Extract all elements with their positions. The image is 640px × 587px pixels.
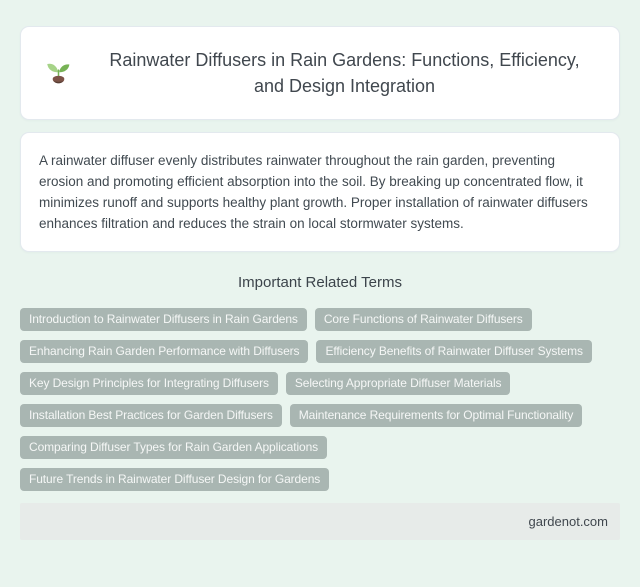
related-terms-list: Introduction to Rainwater Diffusers in R…	[20, 308, 620, 491]
footer-bar: gardenot.com	[20, 503, 620, 540]
header-card: Rainwater Diffusers in Rain Gardens: Fun…	[20, 26, 620, 120]
summary-card: A rainwater diffuser evenly distributes …	[20, 132, 620, 252]
related-term-tag[interactable]: Maintenance Requirements for Optimal Fun…	[289, 404, 583, 427]
related-term-tag[interactable]: Efficiency Benefits of Rainwater Diffuse…	[316, 340, 592, 363]
related-term-tag[interactable]: Future Trends in Rainwater Diffuser Desi…	[20, 468, 330, 491]
page-title: Rainwater Diffusers in Rain Gardens: Fun…	[109, 50, 580, 96]
related-term-tag[interactable]: Key Design Principles for Integrating Di…	[20, 372, 278, 395]
seedling-icon	[45, 60, 72, 87]
related-term-tag[interactable]: Core Functions of Rainwater Diffusers	[314, 308, 532, 331]
site-link[interactable]: gardenot.com	[528, 514, 609, 529]
related-term-tag[interactable]: Comparing Diffuser Types for Rain Garden…	[20, 436, 328, 459]
related-term-tag[interactable]: Installation Best Practices for Garden D…	[20, 404, 282, 427]
related-terms-heading: Important Related Terms	[238, 274, 402, 291]
related-term-tag[interactable]: Enhancing Rain Garden Performance with D…	[20, 340, 309, 363]
related-term-tag[interactable]: Introduction to Rainwater Diffusers in R…	[20, 308, 307, 331]
related-term-tag[interactable]: Selecting Appropriate Diffuser Materials	[285, 372, 511, 395]
summary-text: A rainwater diffuser evenly distributes …	[39, 153, 588, 231]
